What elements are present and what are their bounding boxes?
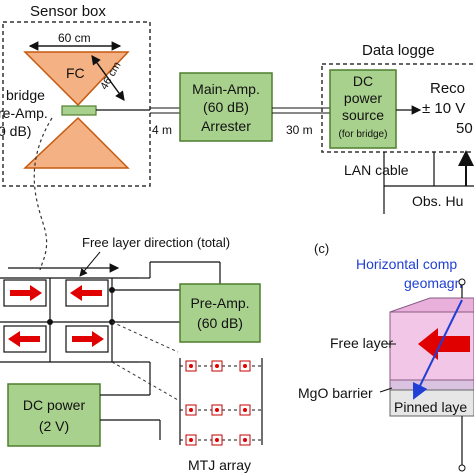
panel-c-label: (c)	[314, 241, 329, 256]
geomagnetic-field-arrow	[412, 299, 463, 400]
main-amp-box: Main-Amp. (60 dB) Arrester	[179, 72, 273, 142]
network-section: LAN cable Obs. Hu	[344, 150, 474, 214]
sensor-box-title: Sensor box	[30, 3, 106, 20]
top-terminal	[458, 278, 466, 286]
dc-power-source-line4: (for bridge)	[339, 129, 388, 140]
main-amp-line2: (60 dB)	[203, 99, 249, 115]
sensor-box-border	[2, 21, 151, 187]
arrow-left-icon	[70, 285, 102, 301]
cable-length-left: 4 m	[152, 123, 172, 137]
lan-cable-label: LAN cable	[344, 162, 409, 178]
recorder-line3: 50	[456, 120, 473, 137]
pre-amp-line2: (60 dB)	[197, 315, 243, 331]
data-logger-border	[321, 63, 474, 153]
recorder-line1: Reco	[430, 80, 465, 97]
bottom-terminal	[458, 464, 466, 472]
mgo-barrier-label: MgO barrier	[298, 385, 373, 401]
dc-power-source-line2: power	[344, 90, 382, 106]
mtj-element-3	[3, 325, 47, 353]
data-logger: Data logge DC power source (for bridge) …	[321, 42, 474, 153]
free-layer-label: Free layer	[330, 335, 393, 351]
bridge-label-3: 0 dB)	[0, 123, 31, 139]
mgo-barrier-layer	[389, 379, 474, 391]
bridge-chip	[61, 105, 97, 116]
free-layer-direction-label: Free layer direction (total)	[82, 235, 230, 250]
pointer-arrow	[79, 251, 101, 277]
mtj-array-label: MTJ array	[188, 457, 251, 473]
pre-amp-box: Pre-Amp. (60 dB)	[179, 283, 261, 343]
fc-upper-triangle	[23, 51, 130, 107]
zoom-connector	[33, 117, 53, 271]
cable-length-right: 30 m	[286, 123, 313, 137]
node-left	[47, 319, 53, 325]
arrow-left-icon	[8, 331, 40, 347]
mtj-element-1	[3, 279, 47, 307]
free-layer-arrow-icon	[418, 328, 470, 360]
pinned-layer-label: Pinned laye	[394, 399, 467, 415]
cable-4m: 4 m	[150, 107, 180, 137]
dc-power-box: DC power (2 V)	[7, 383, 101, 447]
recorder-line2: ± 10 V	[422, 100, 465, 117]
dc-power-source-line3: source	[342, 107, 384, 123]
bridge-label-2: re-Amp.	[0, 105, 48, 121]
horizontal-comp-line2: geomagn	[404, 275, 462, 291]
dc-power-line1: DC power	[23, 397, 86, 413]
pinned-layer-block	[389, 389, 474, 417]
sensor-box: Sensor box 60 cm FC 46 cm bridge re-Amp.…	[0, 3, 151, 271]
bridge-circuit: Free layer direction (total)	[0, 235, 263, 473]
data-logger-title: Data logge	[362, 42, 435, 59]
mtj-element-4	[65, 325, 109, 353]
arrow-right-icon	[72, 331, 104, 347]
mtj-array: MTJ array	[179, 358, 263, 473]
dc-power-line2: (2 V)	[39, 418, 69, 434]
main-amp-line1: Main-Amp.	[192, 81, 260, 97]
pre-amp-line1: Pre-Amp.	[190, 295, 249, 311]
arrow-right-icon	[10, 285, 42, 301]
fc-label: FC	[66, 65, 85, 81]
cable-30m: 30 m	[272, 107, 330, 137]
panel-c: (c) Horizontal comp geomagn Free layer M…	[298, 241, 474, 472]
obs-label: Obs. Hu	[412, 193, 463, 209]
horizontal-comp-line1: Horizontal comp	[356, 256, 457, 272]
main-amp-line3: Arrester	[201, 118, 251, 134]
bridge-label-1: bridge	[6, 87, 45, 103]
mtj-element-2	[65, 279, 109, 307]
dc-power-source-box	[329, 69, 397, 149]
width-label: 60 cm	[58, 31, 91, 45]
fc-lower-triangle	[23, 116, 130, 169]
dc-power-source-line1: DC	[353, 73, 373, 89]
